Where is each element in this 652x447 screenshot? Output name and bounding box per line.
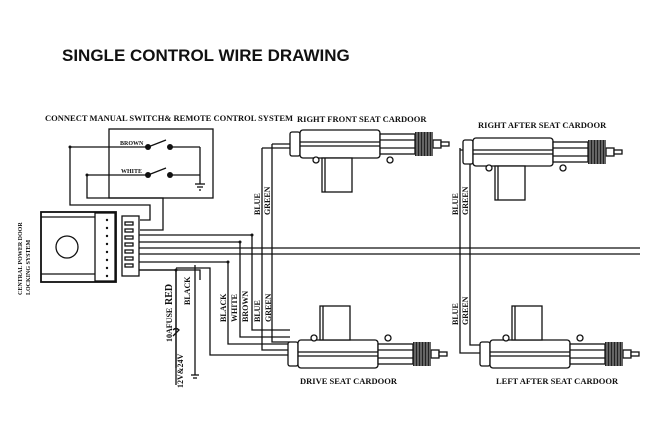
wire-label-blue: BLUE [253,300,262,322]
wire-label-green-la: GREEN [461,296,470,325]
wire-label-white: WHITE [230,294,239,322]
ground-icon [195,183,205,191]
main-harness [139,233,640,368]
actuator-label-right-after: RIGHT AFTER SEAT CARDOOR [478,120,607,130]
rubber-boot [588,140,606,164]
central-unit-label-1: CENTRAL POWER DOOR [18,222,24,295]
fuse-icon [172,327,180,337]
switch-box-label: CONNECT MANUAL SWITCH& REMOTE CONTROL SY… [45,113,293,123]
door-actuator-drive [287,305,448,369]
mount-screw [559,164,567,172]
mount-screw [576,334,584,342]
manual-switch-box: BROWN WHITE [68,128,214,199]
wire-label-green-rf: GREEN [263,186,272,215]
ground-icon [191,374,199,379]
rubber-boot [413,342,431,366]
mount-screw [384,334,392,342]
red-wire-label: RED [164,284,175,305]
unit-pins [105,218,109,278]
fuse-label: 10AFUSE [165,308,174,342]
diagram-title: SINGLE CONTROL WIRE DRAWING [62,46,350,65]
wire-label-blue-rf: BLUE [253,193,262,215]
mount-screw [310,334,318,342]
actuator-label-right-front: RIGHT FRONT SEAT CARDOOR [297,114,427,124]
mount-screw [485,164,493,172]
switch-brown-label: BROWN [120,141,144,147]
door-actuator-right-after [462,137,623,201]
actuator-label-drive: DRIVE SEAT CARDOOR [300,376,398,386]
wire-label-green: GREEN [264,293,273,322]
voltage-label: 12V&24V [176,354,185,388]
wire-label-green-ra: GREEN [461,186,470,215]
power-wires [172,265,199,385]
switch-white-label: WHITE [121,169,142,175]
door-actuator-right-front [289,129,450,193]
rubber-boot [415,132,433,156]
mount-screw [502,334,510,342]
rubber-boot [605,342,623,366]
wire-label-brown: BROWN [241,291,250,322]
door-actuator-left-after [479,305,640,369]
wire-label-blue-ra: BLUE [451,193,460,215]
wire-label-blue-la: BLUE [451,303,460,325]
mount-screw [386,156,394,164]
wire-label-black: BLACK [219,293,228,322]
central-unit-label-2: LOCKING SYSTEM [26,239,32,295]
central-locking-unit [40,211,140,283]
black-ground-label: BLACK [183,276,192,305]
mount-screw [312,156,320,164]
harness-connector [121,215,140,277]
actuator-label-left-after: LEFT AFTER SEAT CARDOOR [496,376,619,386]
